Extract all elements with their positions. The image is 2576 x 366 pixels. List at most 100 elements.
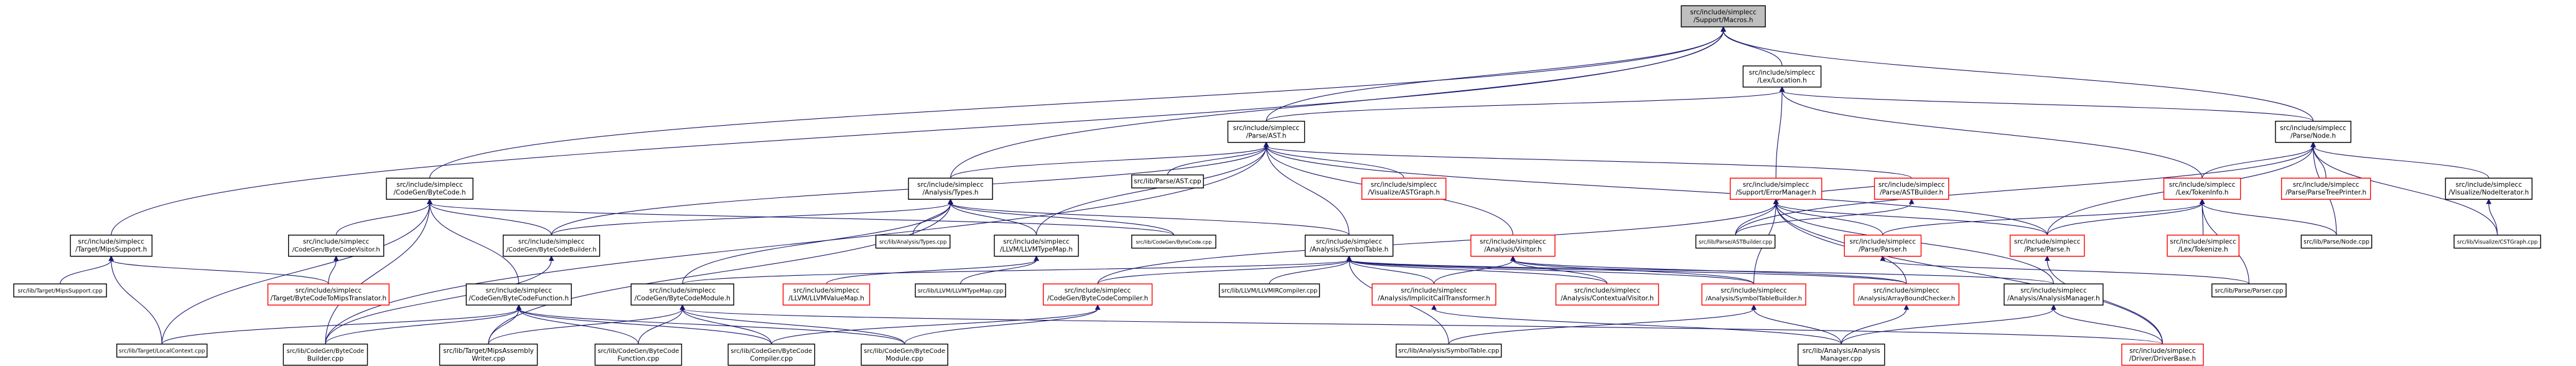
node-box (915, 283, 1006, 298)
node-label-line: src/include/simplecc (1480, 238, 1546, 246)
node-errman[interactable]: src/include/simplecc/Support/ErrorManage… (1729, 177, 1822, 200)
node-label-line: /Analysis/AnalysisManager.h (2007, 295, 2100, 303)
node-box (13, 283, 107, 298)
node-label-line: /Analysis/Types.h (923, 189, 979, 197)
node-box (1555, 283, 1659, 306)
edge-line (161, 308, 520, 345)
node-mipssupport[interactable]: src/include/simplecc/Target/MipsSupport.… (70, 235, 153, 257)
node-label-line: src/lib/CodeGen/ByteCode.cpp (1136, 239, 1211, 245)
node-label-line: /CodeGen/ByteCodeModule.h (635, 295, 730, 303)
node-label-line: src/include/simplecc (1371, 181, 1437, 189)
node-localcontext[interactable]: src/lib/Target/LocalContext.cpp (116, 344, 208, 358)
edge-line (1735, 146, 2314, 235)
node-bccompiler[interactable]: src/include/simplecc/CodeGen/ByteCodeCom… (1042, 283, 1153, 306)
node-box (2163, 177, 2241, 200)
edge-arrowhead (1880, 255, 1886, 261)
edge-arrowhead (1431, 304, 1437, 310)
edge-line (325, 203, 431, 344)
node-macros[interactable]: src/include/simplecc/Support/Macros.h (1681, 5, 1766, 27)
node-mipssupportcpp[interactable]: src/lib/Target/MipsSupport.cpp (13, 283, 107, 298)
node-typescpp[interactable]: src/lib/Analysis/Types.cpp (875, 235, 951, 249)
node-implicitcall[interactable]: src/include/simplecc/Analysis/ImplicitCa… (1371, 283, 1496, 306)
node-llvmtypemapcpp[interactable]: src/lib/LLVM/LLVMTypeMap.cpp (915, 283, 1006, 298)
node-bcbuilder[interactable]: src/include/simplecc/CodeGen/ByteCodeBui… (502, 235, 600, 257)
node-symtablebuilder[interactable]: src/include/simplecc/Analysis/SymbolTabl… (1701, 283, 1806, 306)
node-nodecpp[interactable]: src/lib/Parse/Node.cpp (2300, 235, 2373, 249)
edge-line (1882, 202, 2203, 235)
edge-line (2313, 146, 2490, 179)
node-llvmtypemap[interactable]: src/include/simplecc/LLVM/LLVMTypeMap.h (994, 235, 1079, 257)
edge-line (488, 308, 683, 344)
node-types[interactable]: src/include/simplecc/Analysis/Types.h (908, 177, 993, 200)
node-tokeninfo[interactable]: src/include/simplecc/Lex/TokenInfo.h (2163, 177, 2241, 200)
edge-line (682, 308, 2163, 345)
node-node[interactable]: src/include/simplecc/Parse/Node.h (2275, 121, 2351, 143)
edge-line (1775, 90, 1783, 179)
edge-line (1266, 146, 1912, 179)
node-astcpp[interactable]: src/lib/Parse/AST.cpp (1131, 174, 1204, 189)
node-bcfunctioncpp[interactable]: src/lib/CodeGen/ByteCodeFunction.cpp (594, 344, 683, 366)
edge-line (518, 308, 905, 345)
node-bcmodule[interactable]: src/include/simplecc/CodeGen/ByteCodeMod… (630, 283, 734, 306)
node-label-line: /LLVM/LLVMValueMap.h (788, 295, 864, 303)
node-contextual[interactable]: src/include/simplecc/Analysis/Contextual… (1555, 283, 1659, 306)
edge-line (1781, 90, 2314, 122)
node-label-line: src/include/simplecc (2169, 181, 2236, 189)
node-astbuilder[interactable]: src/include/simplecc/Parse/ASTBuilder.h (1874, 177, 1949, 200)
edge-driverbase-to-analysisman (2051, 304, 2163, 344)
node-arraybound[interactable]: src/include/simplecc/Analysis/ArrayBound… (1853, 283, 1960, 306)
edge-line (335, 203, 431, 235)
node-box (1798, 344, 1885, 366)
node-nodeiter[interactable]: src/include/simplecc/Visualize/NodeItera… (2445, 177, 2533, 200)
node-bctomips[interactable]: src/include/simplecc/Target/ByteCodeToMi… (267, 283, 390, 306)
node-visitor[interactable]: src/include/simplecc/Analysis/Visitor.h (1470, 235, 1556, 257)
node-location[interactable]: src/include/simplecc/Lex/Location.h (1742, 65, 1822, 88)
node-label-line: src/include/simplecc (1316, 238, 1383, 246)
edge-line (1448, 308, 1755, 345)
node-label-line: src/include/simplecc (2170, 238, 2236, 246)
edge-bcmodulecpp-to-bccompiler (904, 304, 1101, 344)
node-llvmircompiler[interactable]: src/lib/LLVM/LLVMIRCompiler.cpp (1218, 283, 1320, 298)
node-label-line: src/lib/Analysis/SymbolTable.cpp (1398, 348, 1499, 355)
node-label-line: /Parse/AST.h (1246, 132, 1287, 139)
node-analysismancpp[interactable]: src/lib/Analysis/AnalysisManager.cpp (1798, 344, 1885, 366)
node-box (502, 235, 600, 257)
node-bytecode[interactable]: src/include/simplecc/CodeGen/ByteCode.h (386, 177, 474, 200)
edge-bcbuildercpp-to-bcbuilder (325, 255, 554, 344)
node-tokenizeh[interactable]: src/include/simplecc/Lex/Tokenize.h (2167, 235, 2240, 257)
node-symtable[interactable]: src/include/simplecc/Analysis/SymbolTabl… (1304, 235, 1394, 257)
node-label-line: src/lib/LLVM/LLVMTypeMap.cpp (918, 288, 1004, 294)
node-bccompilercpp[interactable]: src/lib/CodeGen/ByteCodeCompiler.cpp (727, 344, 816, 366)
node-box (727, 344, 816, 366)
edge-line (1167, 146, 1267, 176)
node-astbuildercpp[interactable]: src/lib/Parse/ASTBuilder.cpp (1695, 235, 1776, 249)
node-bcmodulecpp[interactable]: src/lib/CodeGen/ByteCodeModule.cpp (861, 344, 948, 366)
node-astgraph[interactable]: src/include/simplecc/Visualize/ASTGraph.… (1361, 177, 1447, 200)
node-driverbase[interactable]: src/include/simplecc/Driver/DriverBase.h (2121, 344, 2204, 366)
edge-location-to-macros (1720, 26, 1783, 66)
edge-line (488, 309, 520, 344)
edge-bytecode-to-macros (429, 26, 1726, 179)
edge-arrowhead (679, 304, 686, 310)
node-parserh[interactable]: src/include/simplecc/Parse/Parser.h (1844, 235, 1922, 257)
node-llvmvaluemap[interactable]: src/include/simplecc/LLVM/LLVMValueMap.h (782, 283, 870, 306)
node-box (875, 235, 951, 249)
node-parsercpp[interactable]: src/lib/Parse/Parser.cpp (2211, 283, 2287, 298)
node-symtablecpp[interactable]: src/lib/Analysis/SymbolTable.cpp (1396, 344, 1502, 358)
edge-line (1882, 260, 2250, 284)
node-box (630, 283, 734, 306)
node-bcvisitor[interactable]: src/include/simplecc/CodeGen/ByteCodeVis… (287, 235, 385, 257)
edge-bytecodecpp-to-bytecode (427, 199, 1174, 236)
node-ast[interactable]: src/include/simplecc/Parse/AST.h (1227, 121, 1305, 143)
node-bcbuildercpp[interactable]: src/lib/CodeGen/ByteCodeBuilder.cpp (282, 344, 368, 366)
node-cstgraph[interactable]: src/lib/Visualize/CSTGraph.cpp (2453, 235, 2541, 249)
edge-line (1841, 308, 2054, 344)
node-label-line: /CodeGen/ByteCodeBuilder.h (506, 246, 597, 253)
node-parseh[interactable]: src/include/simplecc/Parse/Parse.h (2009, 235, 2085, 257)
node-parsetreeprinter[interactable]: src/include/simplecc/Parse/ParseTreePrin… (2280, 177, 2371, 200)
node-analysisman[interactable]: src/include/simplecc/Analysis/AnalysisMa… (2004, 283, 2104, 306)
node-bytecodecpp[interactable]: src/lib/CodeGen/ByteCode.cpp (1131, 235, 1216, 249)
edge-node-to-location (1779, 86, 2314, 122)
node-bcfunction[interactable]: src/include/simplecc/CodeGen/ByteCodeFun… (465, 283, 572, 306)
